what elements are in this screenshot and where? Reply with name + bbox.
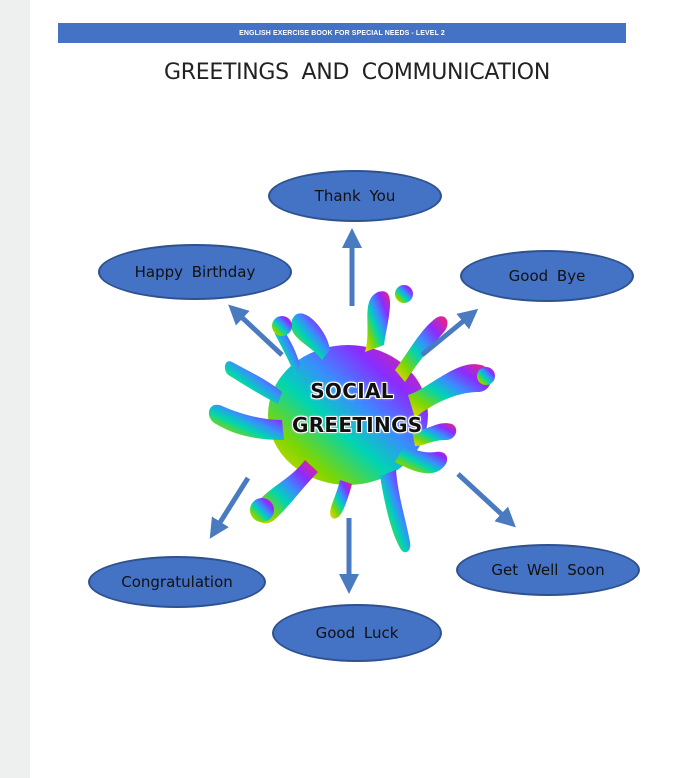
oval-good-bye: Good Bye: [460, 250, 634, 302]
header-banner: ENGLISH EXERCISE BOOK FOR SPECIAL NEEDS …: [58, 23, 626, 43]
oval-get-well-soon-label: Get Well Soon: [491, 561, 605, 579]
center-label-line2: GREETINGS: [292, 413, 423, 437]
center-label-line1: SOCIAL: [310, 379, 394, 403]
arrow-to-happy-birthday: [228, 304, 284, 357]
oval-good-bye-label: Good Bye: [508, 267, 586, 285]
paint-splash-graphic: [208, 285, 495, 553]
oval-get-well-soon: Get Well Soon: [456, 544, 640, 596]
oval-good-luck: Good Luck: [272, 604, 442, 662]
oval-thank-you: Thank You: [268, 170, 442, 222]
oval-happy-birthday: Happy Birthday: [98, 244, 292, 300]
header-banner-text: ENGLISH EXERCISE BOOK FOR SPECIAL NEEDS …: [239, 29, 445, 37]
arrow-to-congratulation: [209, 476, 251, 539]
oval-good-luck-label: Good Luck: [315, 624, 399, 642]
oval-happy-birthday-label: Happy Birthday: [134, 263, 256, 281]
page-title: GREETINGS AND COMMUNICATION: [164, 60, 550, 85]
center-label: SOCIAL GREETINGS: [292, 374, 423, 442]
oval-thank-you-label: Thank You: [314, 187, 396, 205]
oval-congratulation: Congratulation: [88, 556, 266, 608]
arrow-to-get-well-soon: [456, 472, 516, 528]
oval-congratulation-label: Congratulation: [121, 573, 233, 591]
arrow-to-good-bye: [420, 308, 479, 357]
